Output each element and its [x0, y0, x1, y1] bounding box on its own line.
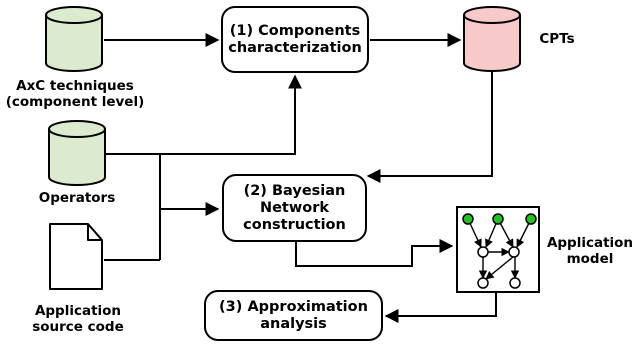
- components-characterization-box: (1) Components characterization: [221, 6, 369, 73]
- arrow-bn-to-app-model: [295, 239, 454, 267]
- app-model-line2: model: [566, 251, 614, 267]
- app-source-line1: Application: [34, 303, 122, 319]
- application-model-graph: [456, 206, 540, 293]
- application-model-label: Application model: [542, 235, 638, 267]
- approx-analysis-line1: (3) Approximation: [219, 298, 368, 315]
- arrow-app-model-to-analysis: [384, 292, 497, 323]
- approx-analysis-line2: analysis: [260, 315, 327, 332]
- axc-techniques-line1: AxC techniques: [16, 78, 134, 94]
- operators-label: Operators: [27, 190, 127, 206]
- app-source-line2: source code: [32, 319, 124, 335]
- bn-construction-line3: construction: [243, 216, 346, 233]
- application-source-code-label: Application source code: [18, 303, 138, 335]
- axc-techniques-label: AxC techniques (component level): [0, 78, 150, 110]
- components-characterization-line2: characterization: [228, 39, 362, 56]
- arrow-cpts-to-bn: [366, 72, 493, 183]
- approximation-analysis-box: (3) Approximation analysis: [204, 290, 383, 341]
- axc-techniques-db: [45, 6, 103, 72]
- operators-text: Operators: [38, 190, 116, 206]
- connectors: [104, 33, 497, 323]
- source-code-document-icon: [49, 223, 103, 290]
- axc-techniques-line2: (component level): [5, 94, 145, 110]
- cpts-text: CPTs: [539, 31, 575, 47]
- bayesian-network-construction-box: (2) Bayesian Network construction: [222, 174, 367, 242]
- app-model-line1: Application: [546, 235, 634, 251]
- cpts-db: [463, 6, 521, 72]
- arrow-operators-to-characterization: [106, 74, 302, 155]
- cpts-label: CPTs: [527, 31, 587, 47]
- components-characterization-line1: (1) Components: [229, 22, 361, 39]
- bn-construction-line1: (2) Bayesian: [243, 182, 346, 199]
- bn-construction-line2: Network: [259, 199, 330, 216]
- operators-db: [48, 120, 106, 186]
